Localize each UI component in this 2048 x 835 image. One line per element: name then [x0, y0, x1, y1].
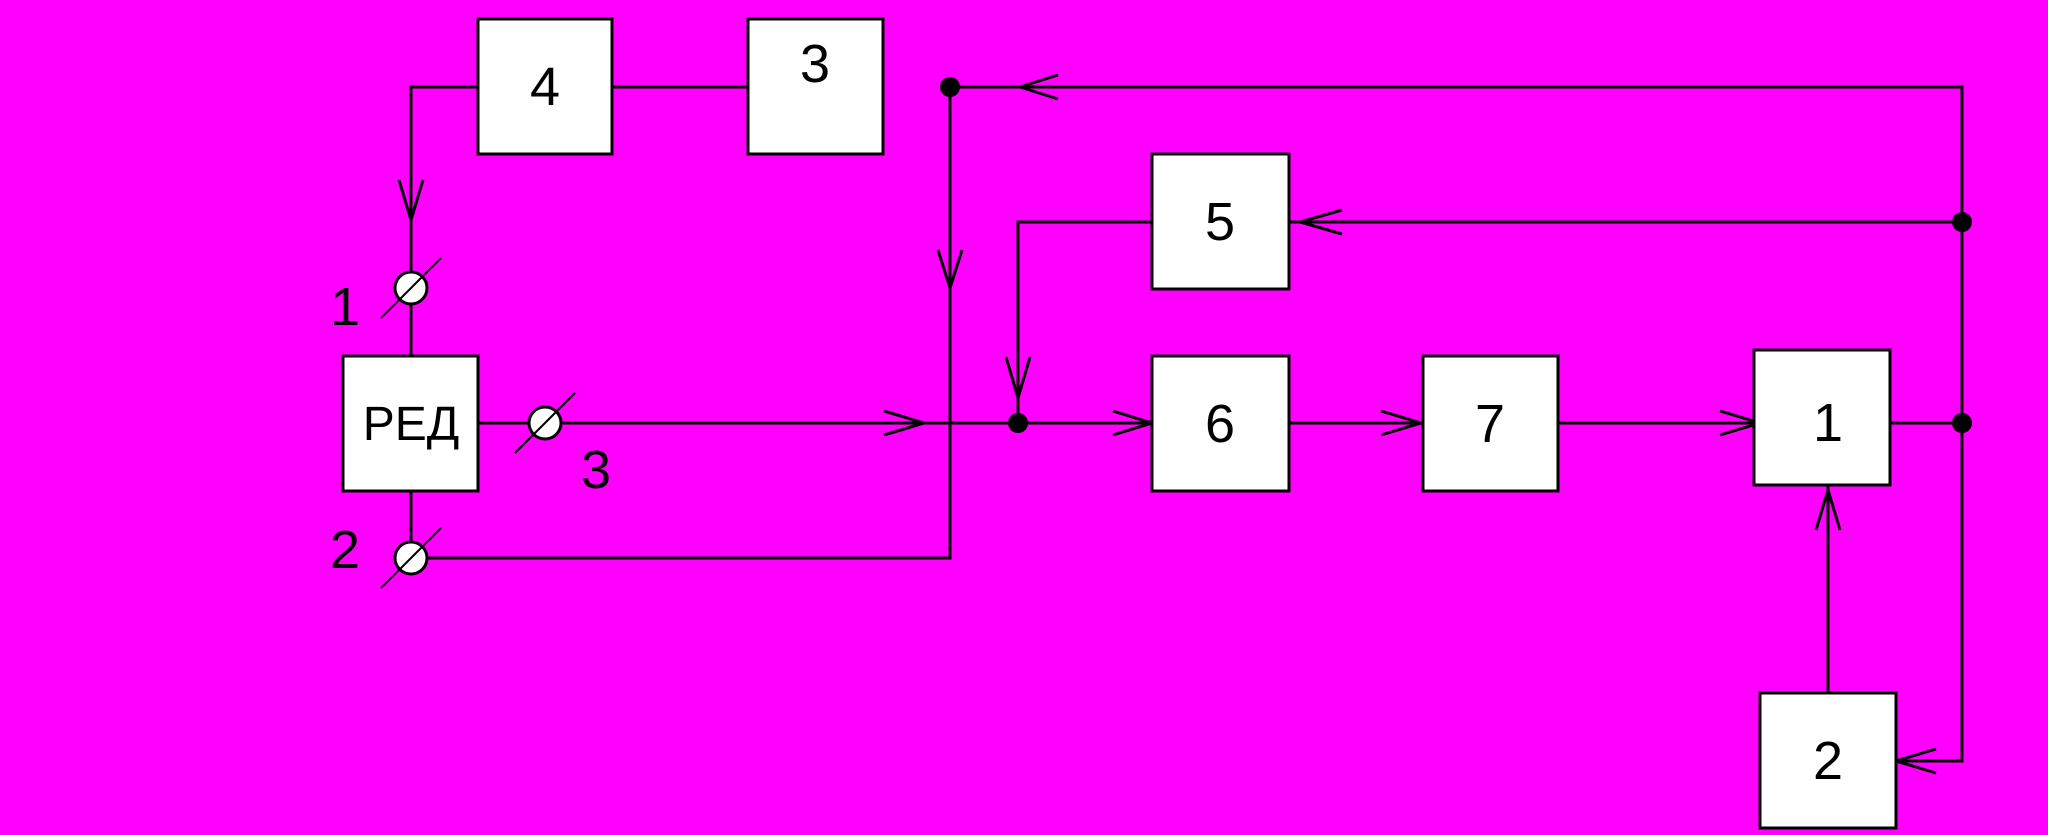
terminal-2-label: 2: [330, 520, 360, 580]
arrow-right-red-out: [883, 409, 930, 437]
junction-sum: [1008, 413, 1028, 433]
terminal-3-label: 3: [581, 440, 611, 500]
block-2-label: 2: [1813, 731, 1843, 791]
junction-bus-1: [1952, 413, 1972, 433]
arrow-left-top: [1015, 73, 1059, 101]
junction-top: [940, 77, 960, 97]
arrow-down-junction: [936, 249, 964, 293]
block-2: 2: [1758, 691, 1898, 830]
terminal-2: [380, 527, 442, 589]
wire-junction-to-term2: [409, 85, 952, 560]
block-1-label: 1: [1813, 393, 1843, 453]
block-4-label: 4: [530, 57, 560, 117]
terminal-1: [380, 257, 442, 319]
block-4: 4: [476, 17, 614, 156]
block-red-label: РЕД: [363, 398, 460, 451]
wire-feedback-top: [948, 85, 1964, 224]
block-3: 3: [746, 17, 885, 156]
wire-5-to-sum: [1016, 220, 1154, 425]
arrowheads: [397, 73, 1937, 775]
wire-bus-to-2: [1894, 220, 1964, 763]
block-7: 7: [1421, 354, 1560, 493]
block-5-label: 5: [1205, 192, 1235, 252]
arrow-up-to-1: [1814, 484, 1842, 531]
block-1: 1: [1752, 348, 1892, 487]
block-7-label: 7: [1475, 394, 1505, 454]
arrow-right-to-7: [1380, 409, 1427, 437]
block-6: 6: [1150, 354, 1291, 493]
arrow-left-5: [1294, 208, 1343, 236]
block-red: РЕД: [341, 354, 480, 493]
terminal-3: [514, 392, 576, 454]
arrow-down-5-out: [1004, 356, 1032, 404]
block-6-label: 6: [1205, 394, 1235, 454]
terminal-1-label: 1: [330, 277, 360, 337]
wires: [409, 85, 1964, 763]
junctions: [940, 77, 1972, 433]
block-3-label: 3: [800, 34, 830, 94]
block-5: 5: [1150, 152, 1291, 291]
wire-4-to-red: [409, 85, 480, 357]
arrow-down-term1: [397, 179, 425, 226]
junction-bus-5: [1952, 212, 1972, 232]
